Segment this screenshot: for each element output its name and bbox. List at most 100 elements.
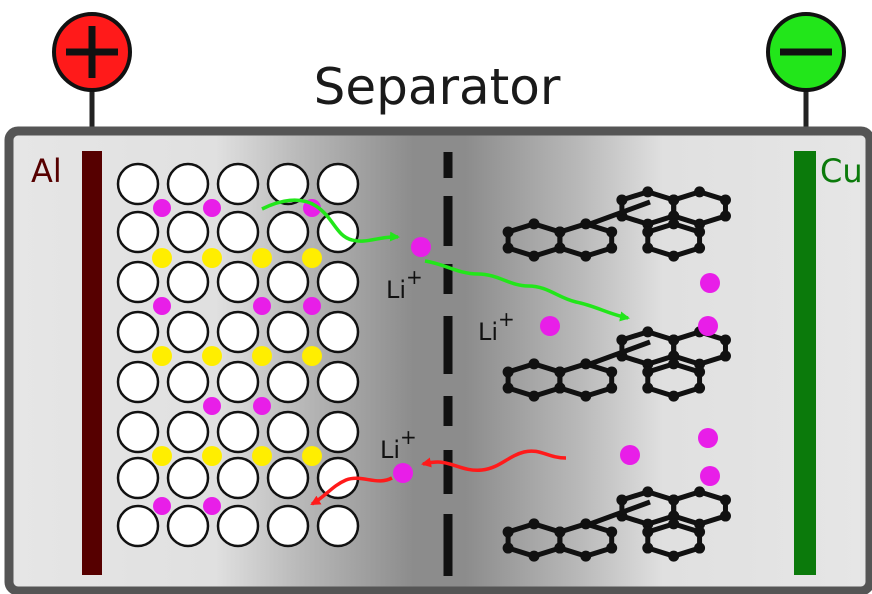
carbon-atom — [642, 326, 654, 338]
lattice-atom — [166, 504, 210, 548]
lattice-atom — [266, 310, 310, 354]
carbon-atom — [668, 250, 680, 262]
carbon-atom — [642, 518, 654, 530]
lattice-atom — [316, 504, 360, 548]
carbon-atom — [694, 186, 706, 198]
green-wavy-arrow-icon — [424, 259, 630, 322]
lattice-atom — [116, 210, 160, 254]
carbon-atom — [719, 210, 731, 222]
lithium-ion — [540, 316, 560, 336]
metal-ion — [202, 346, 222, 366]
lattice-atom — [266, 260, 310, 304]
carbon-atom — [719, 510, 731, 522]
metal-ion — [302, 346, 322, 366]
separator-title: Separator — [314, 58, 561, 116]
carbon-atom — [642, 542, 654, 554]
lattice-atom — [116, 360, 160, 404]
green-wavy-arrow-icon — [261, 198, 400, 243]
lattice-atom — [216, 456, 260, 500]
carbon-atom — [528, 358, 540, 370]
carbon-atom — [606, 382, 618, 394]
lattice-atom — [166, 360, 210, 404]
lattice-atom — [316, 310, 360, 354]
lattice-atom — [216, 210, 260, 254]
carbon-atom — [694, 226, 706, 238]
metal-ion — [252, 446, 272, 466]
carbon-atom — [580, 518, 592, 530]
carbon-atom — [528, 550, 540, 562]
plus-superscript: + — [400, 425, 417, 449]
carbon-atom — [580, 358, 592, 370]
carbon-atom — [554, 526, 566, 538]
lithium-ion — [411, 237, 431, 257]
lithium-ion — [393, 463, 413, 483]
carbon-atom — [554, 242, 566, 254]
lattice-atom — [116, 162, 160, 206]
lithium-ion — [620, 445, 640, 465]
li-label-text: Li — [380, 436, 400, 464]
carbon-atom — [694, 486, 706, 498]
anode-collector-cu — [794, 151, 816, 575]
carbon-atom — [554, 542, 566, 554]
carbon-atom — [580, 390, 592, 402]
carbon-atom — [642, 486, 654, 498]
lattice-atom — [316, 260, 360, 304]
lattice-atom — [266, 162, 310, 206]
plus-superscript: + — [498, 307, 515, 331]
carbon-atom — [502, 542, 514, 554]
carbon-atom — [528, 218, 540, 230]
carbon-atom — [606, 242, 618, 254]
carbon-bond — [589, 199, 651, 227]
carbon-atom — [606, 542, 618, 554]
li-label-text: Li — [386, 276, 406, 304]
carbon-atom — [606, 366, 618, 378]
lithium-ion — [203, 397, 221, 415]
carbon-atom — [554, 366, 566, 378]
carbon-atom — [642, 526, 654, 538]
lithium-ion — [153, 199, 171, 217]
carbon-atom — [719, 350, 731, 362]
negative-terminal — [766, 12, 846, 92]
carbon-atom — [528, 250, 540, 262]
carbon-atom — [528, 518, 540, 530]
lattice-atom — [316, 360, 360, 404]
carbon-atom — [616, 334, 628, 346]
carbon-atom — [719, 494, 731, 506]
lattice-atom — [116, 260, 160, 304]
lattice-atom — [216, 310, 260, 354]
copper-label: Cu — [820, 152, 863, 190]
carbon-atom — [668, 494, 680, 506]
metal-ion — [302, 248, 322, 268]
lithium-ions — [393, 237, 720, 486]
metal-ion — [152, 446, 172, 466]
carbon-atom — [668, 518, 680, 530]
carbon-atom — [580, 250, 592, 262]
carbon-atom — [616, 194, 628, 206]
lattice-atom — [166, 260, 210, 304]
lattice-atom — [166, 456, 210, 500]
carbon-atom — [694, 242, 706, 254]
carbon-atom — [528, 390, 540, 402]
li-ion-label-middle: Li + — [478, 307, 515, 346]
lithium-ion — [700, 273, 720, 293]
metal-ion — [252, 248, 272, 268]
lattice-atom — [116, 410, 160, 454]
lattice-atom — [116, 456, 160, 500]
carbon-atom — [642, 226, 654, 238]
carbon-atom — [668, 218, 680, 230]
lattice-atom — [216, 162, 260, 206]
lattice-atom — [266, 504, 310, 548]
carbon-atom — [694, 358, 706, 370]
carbon-atom — [606, 526, 618, 538]
red-wavy-arrow-icon — [421, 449, 567, 472]
carbon-atom — [642, 242, 654, 254]
carbon-atom — [694, 542, 706, 554]
carbon-atom — [694, 366, 706, 378]
carbon-atom — [694, 382, 706, 394]
metal-ion — [152, 346, 172, 366]
lithium-ion — [698, 428, 718, 448]
carbon-atom — [668, 550, 680, 562]
lattice-atom — [316, 162, 360, 206]
lattice-atom — [266, 456, 310, 500]
